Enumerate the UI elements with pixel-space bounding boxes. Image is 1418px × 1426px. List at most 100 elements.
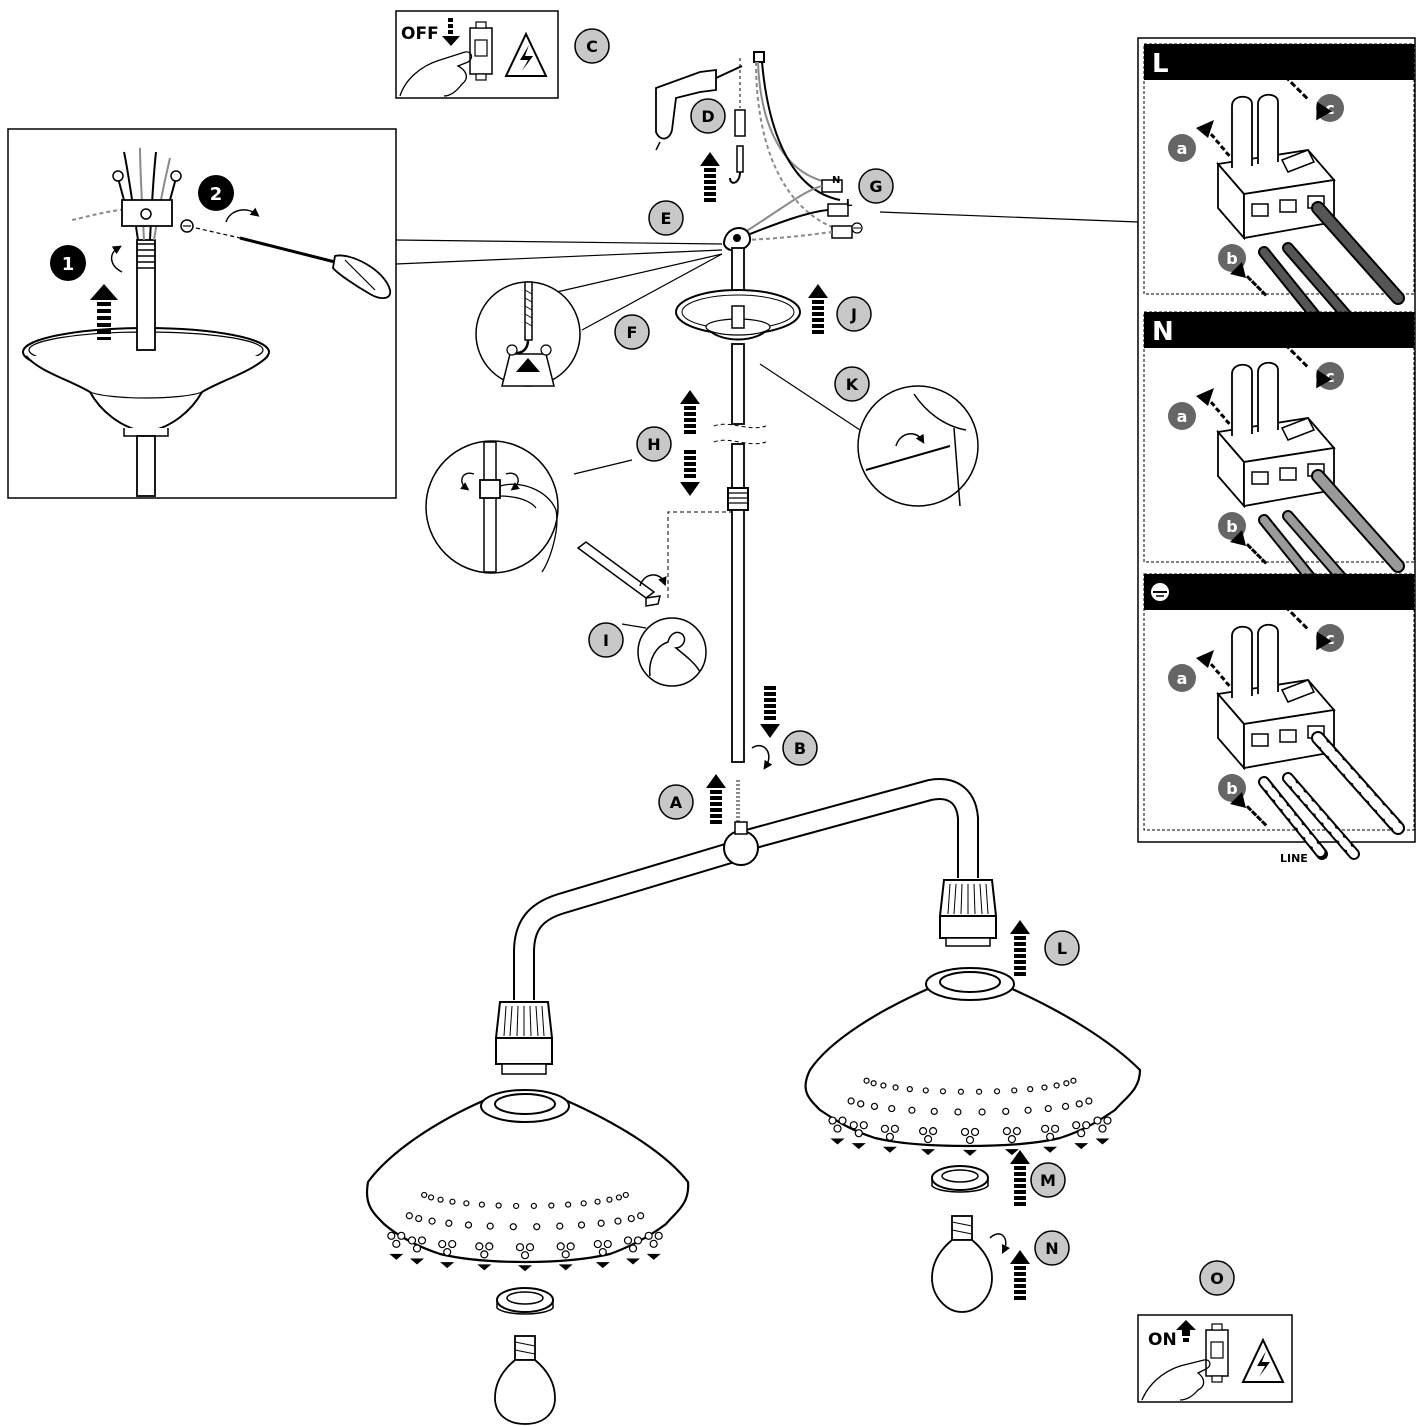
hook-detail-circle [475, 253, 723, 387]
panel-step-a: a [1177, 669, 1188, 688]
inset-step-badges: 1 2 [50, 175, 234, 281]
svg-text:G: G [869, 177, 882, 196]
panel-step-b: b [1226, 249, 1237, 268]
connector-panels: LLINEabcNLINEabcLINEabc [1137, 37, 1416, 865]
strength-detail-circle [621, 617, 707, 687]
svg-text:M: M [1040, 1171, 1056, 1190]
muscle-arm-icon [648, 631, 701, 677]
panel-step-a: a [1177, 139, 1188, 158]
svg-text:K: K [846, 375, 859, 394]
step-badge-f: F [614, 314, 650, 350]
terminal-blocks: N L [821, 175, 863, 239]
panel-step-b: b [1226, 517, 1237, 536]
rotate-clockwise-icon [505, 472, 520, 491]
grub-screw-detail-circle [425, 440, 633, 574]
svg-text:F: F [627, 323, 638, 342]
svg-text:N: N [1045, 1239, 1058, 1258]
connector-panel-l: LLINEabc [1143, 43, 1415, 335]
crossbar-arms [513, 778, 979, 1000]
canopy-detail-inset [7, 128, 723, 499]
right-lamp-holder [938, 879, 998, 947]
hand-icon [1141, 1359, 1211, 1401]
panel-step-c: c [1325, 367, 1334, 386]
panel-arrows [1196, 605, 1332, 827]
step-badge-g: G [858, 168, 894, 204]
svg-text:H: H [647, 435, 660, 454]
ceiling-cables [753, 51, 841, 231]
svg-text:O: O [1210, 1269, 1224, 1288]
lace-pattern [828, 1077, 1112, 1156]
panel-title: L [1152, 49, 1169, 79]
rotate-clockwise-icon [225, 207, 260, 223]
switch-up-arrow-icon [1176, 1320, 1196, 1342]
panel-title: N [1152, 317, 1174, 347]
power-off-label: OFF [401, 24, 439, 44]
terminal-n-mark: N [832, 175, 840, 186]
power-on-label: ON [1148, 1330, 1177, 1350]
inset-step-2: 2 [210, 184, 223, 205]
lamp-assembly: N L [513, 51, 1139, 1000]
step-badges: A B C D E F G H I J K L M N O [574, 28, 1235, 1296]
step-badge-k: K [834, 366, 870, 402]
step-badge-c: C [574, 28, 610, 64]
panel-arrows [1196, 75, 1332, 297]
left-lamp-holder [494, 1001, 554, 1075]
inset-step-1: 1 [62, 254, 75, 275]
connector-panel-n: NLINEabc [1143, 311, 1415, 603]
power-on-box: ON [1137, 1314, 1293, 1403]
panel-step-a: a [1177, 407, 1188, 426]
step-badge-e: E [648, 200, 684, 236]
line-label: LINE [1280, 852, 1308, 865]
hand-icon [399, 51, 473, 97]
step-badge-j: J [836, 296, 872, 332]
earth-ground-icon [851, 222, 863, 234]
terminal-l-mark: L [846, 198, 853, 209]
step-badge-l: L [1044, 930, 1080, 966]
left-lace-shade [365, 1089, 690, 1272]
up-arrow-icon [90, 284, 118, 340]
step-badge-b: B [782, 730, 818, 766]
step-badge-n: N [1034, 1230, 1070, 1266]
power-off-box: OFF [395, 10, 559, 99]
circuit-breaker-icon [469, 21, 493, 81]
step-badge-o: O [1199, 1260, 1235, 1296]
svg-text:E: E [661, 209, 672, 228]
screwdriver-icon [239, 236, 392, 299]
panel-arrows [1196, 343, 1332, 565]
rotate-counterclockwise-icon [110, 245, 123, 273]
step-badge-i: I [588, 622, 624, 658]
svg-text:A: A [670, 793, 683, 812]
earth-ground-icon [1151, 583, 1169, 601]
direction-arrows [680, 152, 1030, 1300]
connector-panel-earth: LINE a b c [1143, 573, 1415, 865]
panel-step-c: c [1325, 99, 1334, 118]
panel-step-c: c [1325, 629, 1334, 648]
screw-detail-circle [759, 363, 979, 507]
svg-text:C: C [586, 37, 598, 56]
svg-text:B: B [794, 739, 806, 758]
wago-connector-icon [1216, 93, 1336, 241]
step-badge-d: D [690, 98, 726, 134]
svg-text:D: D [701, 107, 714, 126]
step-badge-m: M [1030, 1162, 1066, 1198]
warning-triangle-icon [504, 31, 548, 77]
right-shade-ring [931, 1165, 989, 1193]
drill-icon [655, 65, 743, 151]
left-light-bulb [494, 1335, 556, 1425]
panel-step-b: b [1226, 779, 1237, 798]
switch-down-arrow-icon [442, 18, 460, 46]
step-badge-a: A [658, 784, 694, 820]
svg-text:I: I [603, 631, 609, 650]
left-shade-ring [496, 1287, 554, 1315]
rotate-counterclockwise-icon [460, 472, 475, 491]
svg-text:J: J [850, 305, 857, 324]
circuit-breaker-icon [1205, 1323, 1229, 1383]
allen-key-icon [576, 511, 732, 607]
svg-text:L: L [1057, 939, 1067, 958]
warning-triangle-icon [1241, 1337, 1285, 1383]
wall-anchor-icon [729, 58, 746, 184]
lace-pattern [387, 1191, 663, 1272]
step-badge-h: H [636, 426, 672, 462]
